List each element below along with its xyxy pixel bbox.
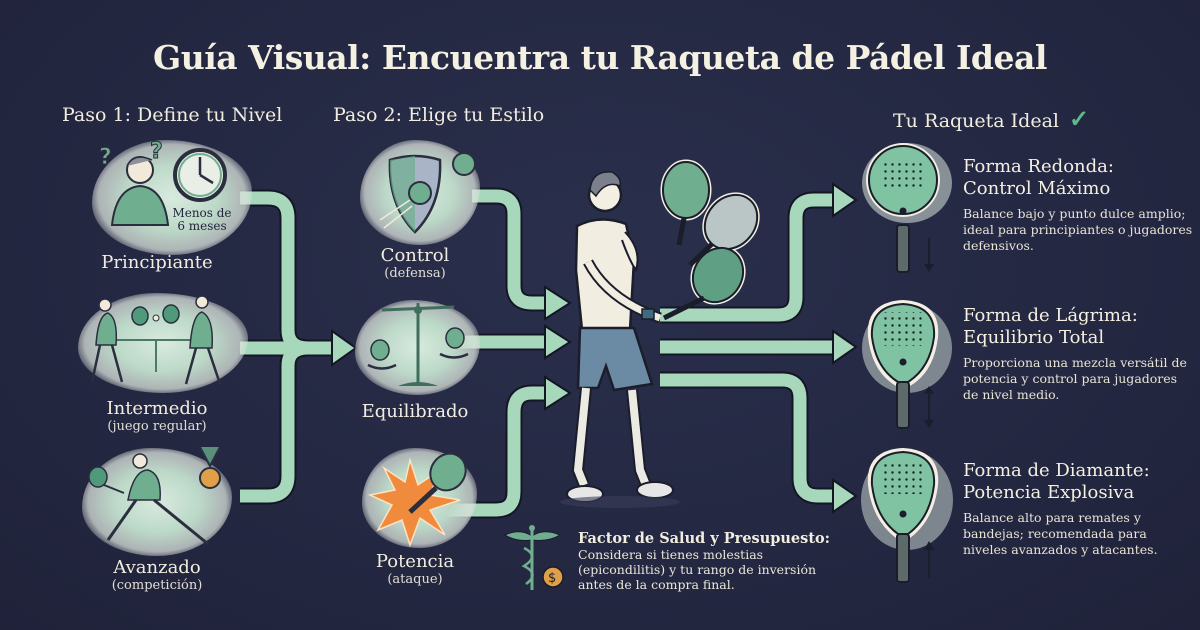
level-label-principiante: Principiante bbox=[72, 253, 242, 273]
duration-badge: Menos de 6 meses bbox=[168, 207, 236, 233]
svg-text:$: $ bbox=[548, 571, 556, 586]
result-heading-label: Tu Raqueta Ideal bbox=[893, 110, 1059, 132]
result-title-line1: Forma Redonda: bbox=[963, 156, 1114, 177]
level-label-avanzado: Avanzado (competición) bbox=[72, 558, 242, 594]
result-title-line2: Control Máximo bbox=[963, 178, 1111, 199]
teardrop-paddle-icon bbox=[862, 300, 952, 429]
diamond-paddle-icon bbox=[861, 448, 953, 583]
result-title-line2: Equilibrio Total bbox=[963, 327, 1105, 348]
result-teardrop[interactable]: Forma de Lágrima: Equilibrio Total Propo… bbox=[963, 305, 1193, 403]
result-title-line1: Forma de Diamante: bbox=[963, 460, 1150, 481]
badge-line1: Menos de bbox=[172, 206, 232, 220]
svg-text:?: ? bbox=[99, 145, 112, 170]
level-name: Intermedio bbox=[106, 398, 208, 419]
style-sub: (ataque) bbox=[387, 572, 443, 587]
step2-heading: Paso 2: Elige tu Estilo bbox=[333, 104, 545, 126]
check-icon: ✓ bbox=[1069, 104, 1090, 133]
round-paddle-icon bbox=[862, 143, 952, 273]
page-title: Guía Visual: Encuentra tu Raqueta de Pád… bbox=[153, 38, 1047, 77]
result-round[interactable]: Forma Redonda: Control Máximo Balance ba… bbox=[963, 156, 1193, 254]
note-title: Factor de Salud y Presupuesto: bbox=[578, 530, 831, 547]
result-heading: Tu Raqueta Ideal ✓ bbox=[893, 104, 1089, 133]
result-title-line2: Potencia Explosiva bbox=[963, 482, 1135, 503]
step1-heading: Paso 1: Define tu Nivel bbox=[62, 104, 283, 126]
result-diamond[interactable]: Forma de Diamante: Potencia Explosiva Ba… bbox=[963, 460, 1193, 558]
level-label-intermedio: Intermedio (juego regular) bbox=[72, 399, 242, 435]
style-sub: (defensa) bbox=[384, 266, 446, 281]
level-sub: (juego regular) bbox=[107, 419, 207, 434]
level-name: Principiante bbox=[101, 252, 213, 273]
style-label-equilibrado: Equilibrado bbox=[345, 402, 485, 422]
result-desc: Proporciona una mezcla versátil de poten… bbox=[963, 355, 1187, 402]
style-name: Potencia bbox=[375, 551, 455, 572]
style-name: Equilibrado bbox=[361, 401, 469, 422]
level-name: Avanzado bbox=[113, 557, 201, 578]
style-name: Control bbox=[380, 245, 450, 266]
note-body: Considera si tienes molestias (epicondil… bbox=[578, 547, 817, 592]
level-sub: (competición) bbox=[111, 578, 203, 593]
result-desc: Balance bajo y punto dulce amplio; ideal… bbox=[963, 206, 1193, 253]
badge-line2: 6 meses bbox=[177, 219, 227, 233]
style-label-potencia: Potencia (ataque) bbox=[345, 552, 485, 588]
svg-text:?: ? bbox=[150, 139, 163, 164]
style-label-control: Control (defensa) bbox=[345, 246, 485, 282]
result-desc: Balance alto para remates y bandejas; re… bbox=[963, 510, 1158, 557]
result-title-line1: Forma de Lágrima: bbox=[963, 305, 1138, 326]
